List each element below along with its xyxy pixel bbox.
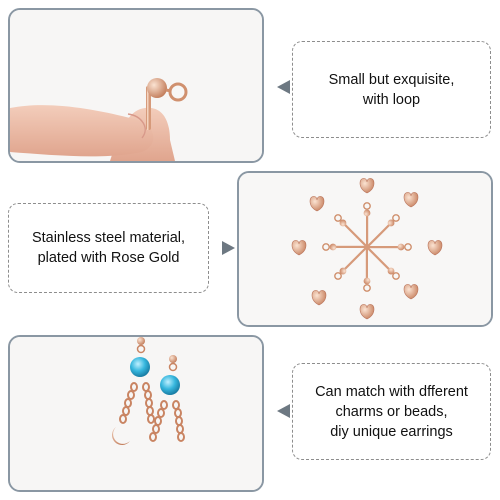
photo-moon-charm-earrings bbox=[8, 335, 264, 492]
caption-box-1: Small but exquisite, with loop bbox=[292, 41, 491, 138]
caption-text: Stainless steel material, plated with Ro… bbox=[31, 230, 186, 266]
photo-earring-parts-circle bbox=[237, 171, 493, 327]
moon-earrings-photo bbox=[10, 337, 262, 490]
caption-box-3: Can match with dfferent charms or beads,… bbox=[292, 363, 491, 460]
earring-post-photo bbox=[10, 10, 262, 161]
caption-text: Small but exquisite, with loop bbox=[328, 71, 455, 108]
caption-text: Can match with dfferent charms or beads,… bbox=[315, 383, 468, 440]
photo-finger-holding-earring-post bbox=[8, 8, 264, 163]
pointer-arrow-icon bbox=[277, 80, 290, 94]
earring-parts-photo bbox=[239, 173, 491, 325]
caption-box-2: Stainless steel material, plated with Ro… bbox=[8, 203, 209, 293]
pointer-arrow-icon bbox=[277, 404, 290, 418]
pointer-arrow-icon bbox=[222, 241, 235, 255]
